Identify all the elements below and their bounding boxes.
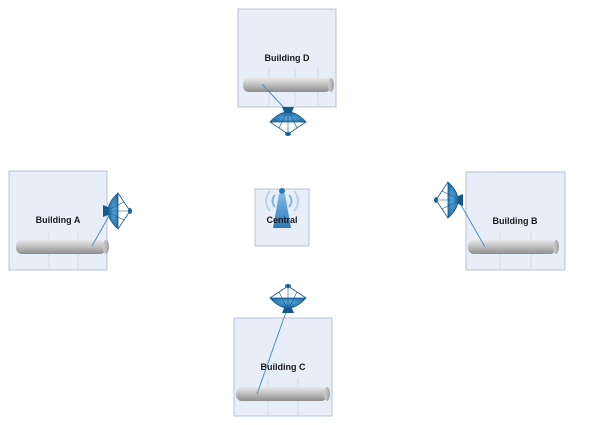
central-node: Central: [254, 188, 310, 247]
building-c-label: Building C: [261, 362, 306, 372]
network-pipe-icon: [16, 232, 109, 270]
central-label: Central: [266, 215, 297, 225]
building-c-node: Building C: [233, 283, 333, 417]
radio-tower-icon: [265, 188, 299, 228]
building-c-link-line: [256, 311, 287, 395]
building-a-node: Building A: [8, 170, 133, 271]
satellite-dish-icon: [269, 283, 307, 314]
network-pipe-icon: [243, 68, 334, 106]
building-d-label: Building D: [265, 53, 310, 63]
building-b-node: Building B: [433, 171, 566, 271]
building-a-link-line: [91, 213, 111, 247]
satellite-dish-icon: [269, 106, 307, 137]
building-a-label: Building A: [36, 215, 81, 225]
network-pipe-icon: [468, 232, 559, 270]
building-b-link-line: [460, 204, 486, 248]
building-b-label: Building B: [493, 216, 538, 226]
satellite-dish-icon: [433, 181, 464, 219]
building-d-node: Building D: [237, 8, 337, 137]
